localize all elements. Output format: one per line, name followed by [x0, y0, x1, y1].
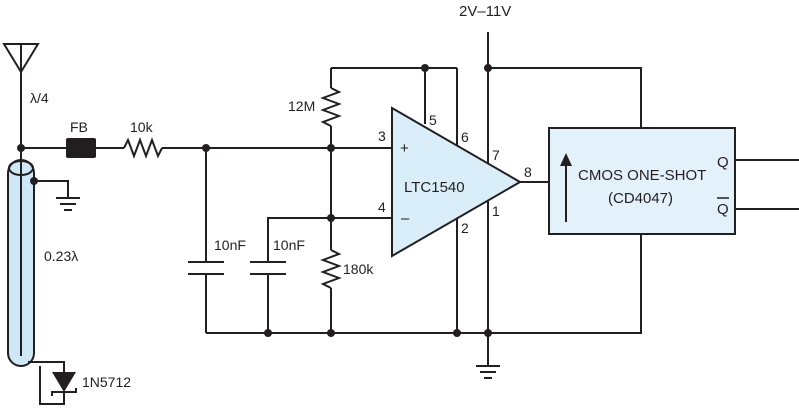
one-shot-title: CMOS ONE-SHOT — [578, 167, 706, 184]
output-q-label: Q — [717, 154, 729, 171]
comparator-minus: – — [401, 210, 410, 227]
one-shot-part: (CD4047) — [608, 190, 673, 207]
ferrite-bead — [66, 138, 96, 158]
ferrite-bead-label: FB — [70, 119, 88, 135]
trigger-arrow-icon — [560, 153, 572, 222]
ground-symbol — [56, 197, 80, 211]
pin-label-5: 5 — [429, 112, 437, 128]
capacitor-1-label: 10nF — [214, 237, 246, 253]
comparator-name: LTC1540 — [404, 179, 465, 196]
output-qbar-label: Q — [717, 201, 729, 218]
upper-resistor — [320, 87, 342, 127]
capacitor-1 — [188, 261, 224, 275]
lower-resistor — [320, 249, 342, 289]
ground-symbol — [476, 365, 500, 379]
series-resistor — [123, 137, 163, 159]
diode-label: 1N5712 — [82, 374, 131, 390]
capacitor-2 — [250, 261, 286, 275]
upper-resistor-label: 12M — [288, 98, 315, 114]
coax-stub — [7, 148, 35, 367]
comparator-plus: + — [400, 140, 409, 157]
pin-label-8: 8 — [524, 164, 532, 180]
antenna-symbol — [2, 43, 40, 148]
pin-label-4: 4 — [378, 199, 386, 215]
pin-label-1: 1 — [492, 203, 500, 219]
pin-label-2: 2 — [461, 220, 469, 236]
schottky-diode — [39, 366, 77, 405]
pin-label-7: 7 — [492, 147, 500, 163]
junction-dot — [264, 329, 272, 337]
antenna-label: λ/4 — [30, 90, 49, 106]
junction-dot — [453, 329, 461, 337]
pin-label-3: 3 — [378, 128, 386, 144]
one-shot-block — [548, 127, 736, 235]
lower-resistor-label: 180k — [343, 261, 374, 277]
coax-length-label: 0.23λ — [44, 248, 78, 264]
junction-dot — [327, 329, 335, 337]
series-resistor-label: 10k — [130, 119, 154, 135]
pin-label-6: 6 — [461, 129, 469, 145]
capacitor-2-label: 10nF — [273, 237, 305, 253]
supply-label: 2V–11V — [459, 3, 511, 20]
